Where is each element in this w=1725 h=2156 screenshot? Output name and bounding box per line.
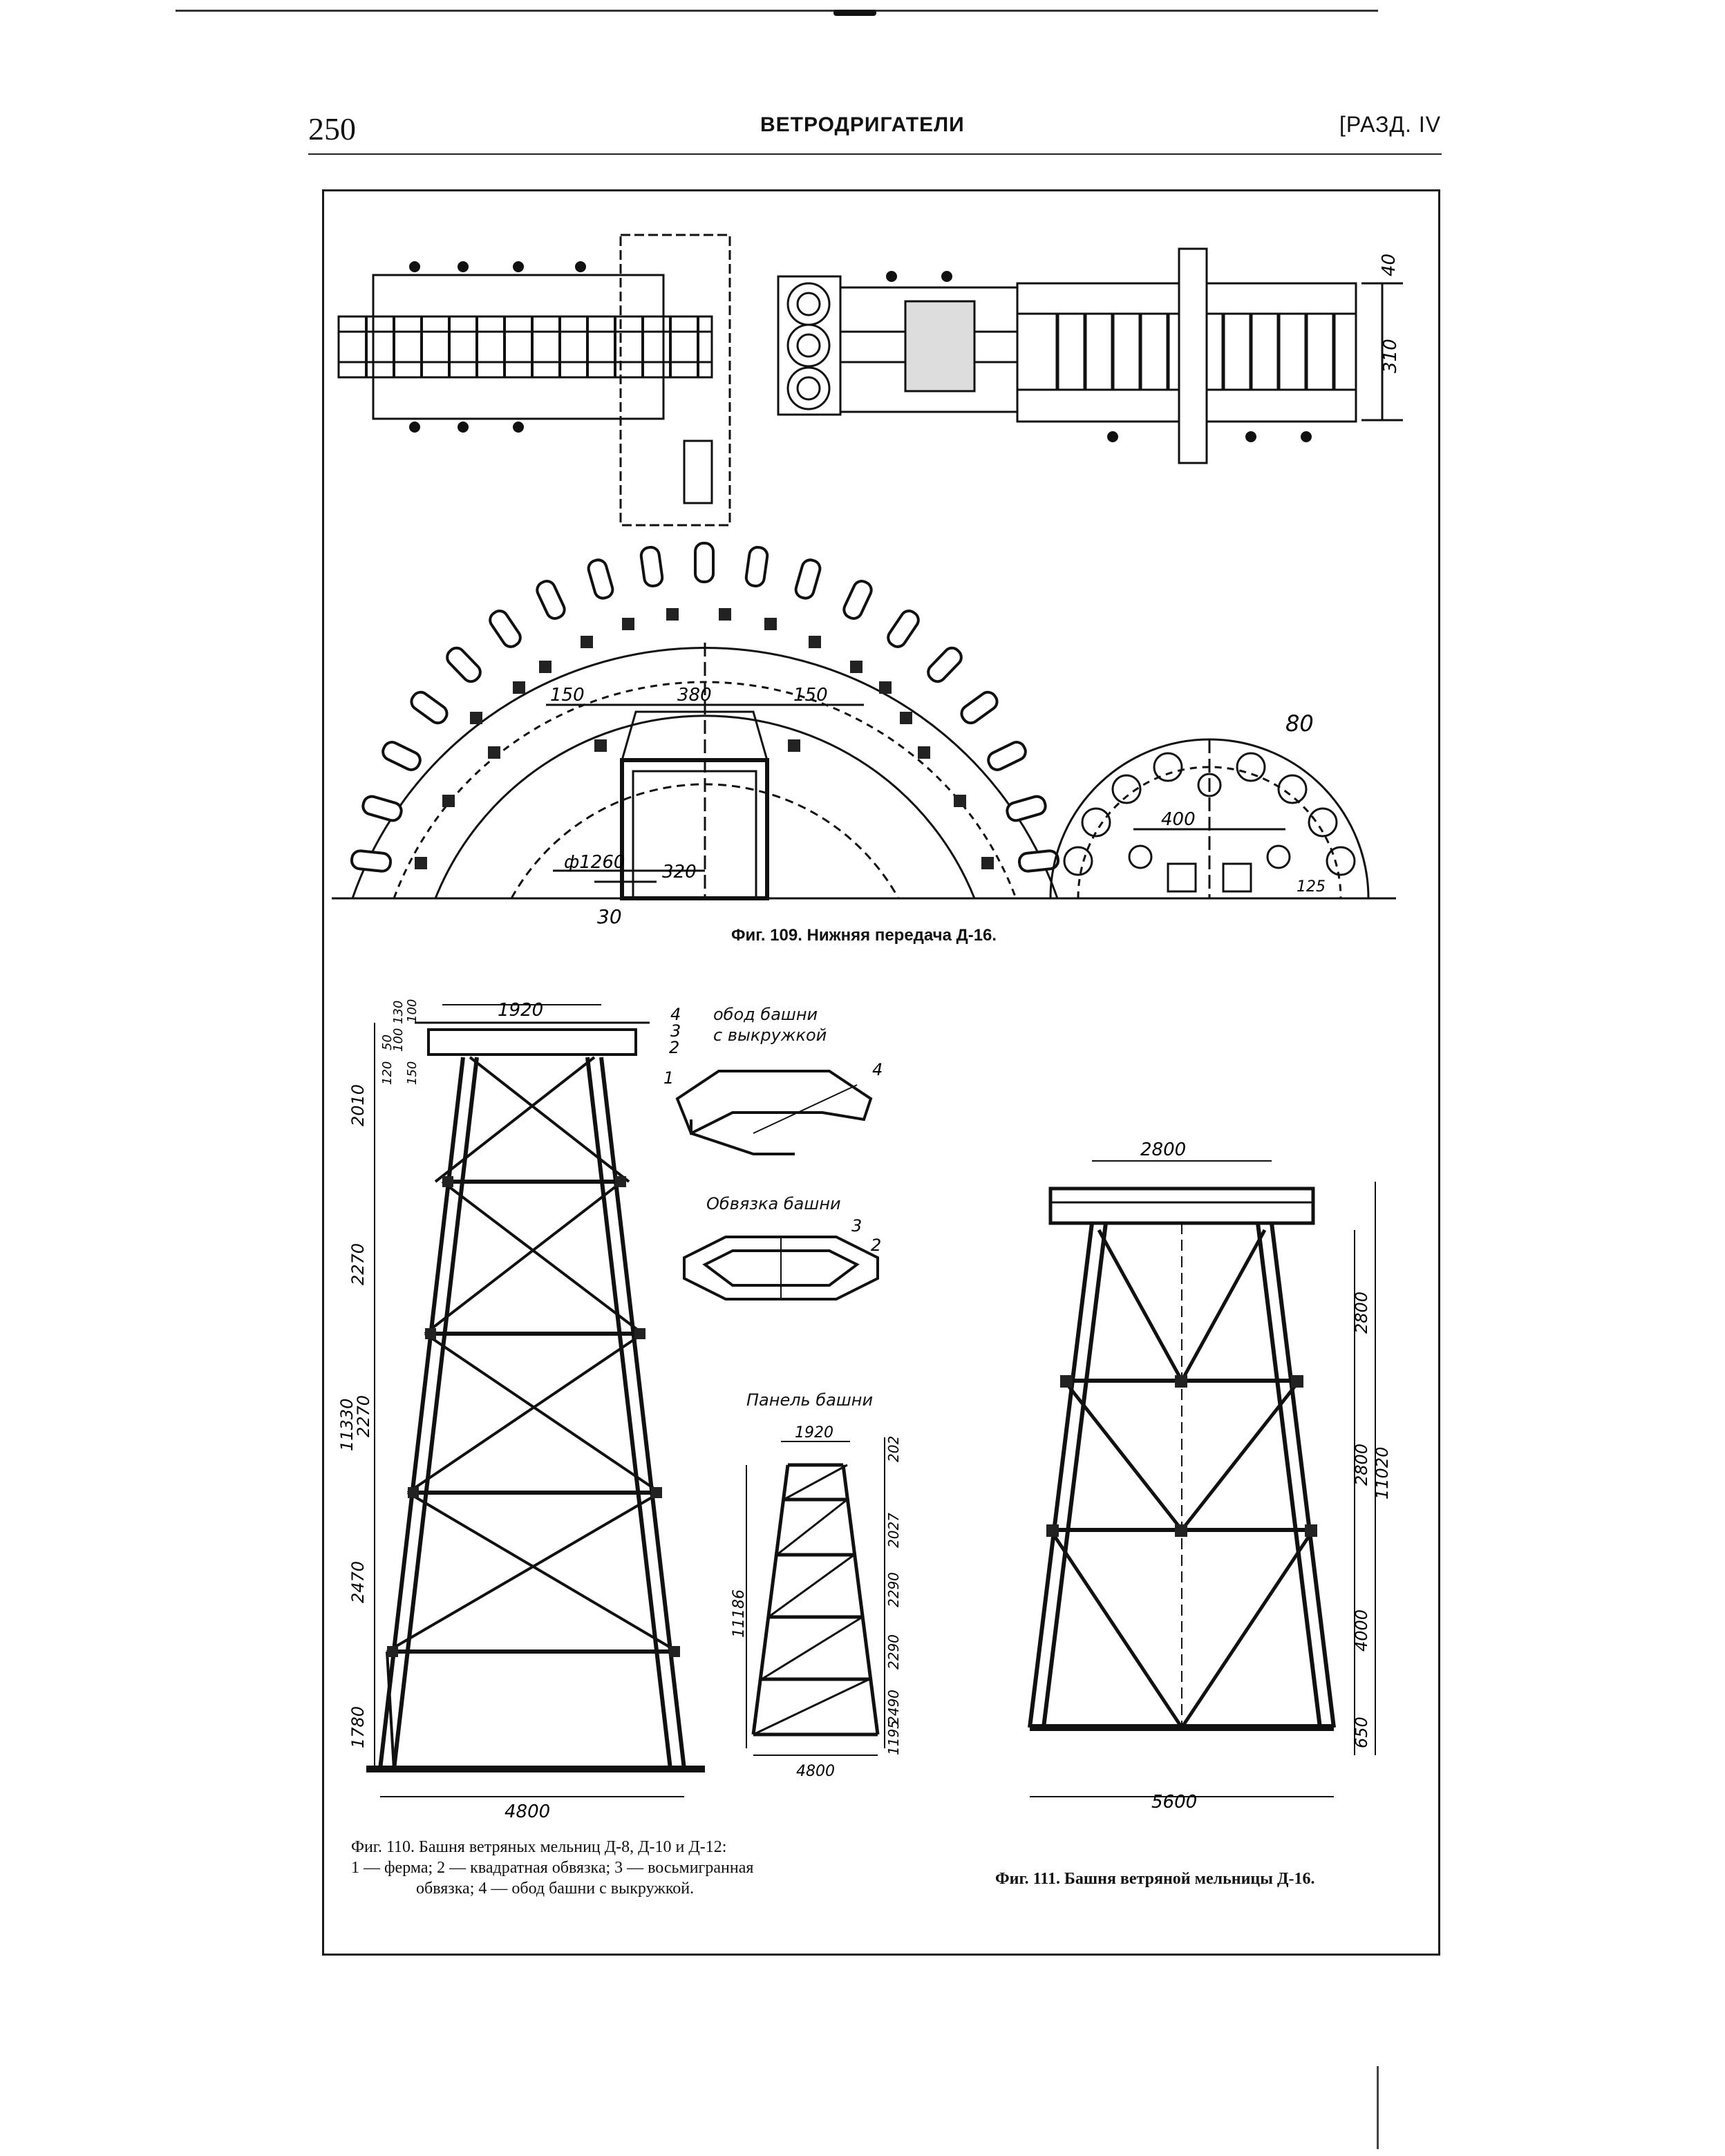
panel-drawing: 1920 4800 11186 202 2027 2290 2290 2490 … xyxy=(730,1424,902,1780)
header-rule xyxy=(308,153,1442,155)
inset-frame-drawing: 3 2 xyxy=(683,1216,881,1301)
inset-frame-number-2: 2 xyxy=(871,1236,881,1255)
fig111-caption: Фиг. 111. Башня ветряной мельницы Д-16. xyxy=(995,1870,1315,1888)
panel-dim-2290-b: 2290 xyxy=(885,1634,902,1670)
panel-dim-1920: 1920 xyxy=(795,1424,833,1441)
dim-125: 125 xyxy=(1297,878,1326,896)
inset-rim-number: 4 xyxy=(872,1060,883,1079)
dim-5600: 5600 xyxy=(1151,1792,1197,1813)
panel-dim-11186: 11186 xyxy=(730,1589,748,1638)
dim-2010: 2010 xyxy=(348,1084,368,1126)
inset-rim-drawing: 4 xyxy=(675,1060,883,1155)
fig110-caption-line-1: Фиг. 110. Башня ветряных мельниц Д-8, Д-… xyxy=(351,1838,727,1856)
fig111-tower-drawing: 2800 5600 11020 2800 2800 4000 650 xyxy=(1028,1140,1392,1813)
dim-1780: 1780 xyxy=(348,1706,368,1748)
panel-dim-2027: 2027 xyxy=(885,1513,902,1548)
dim-100-b: 100 xyxy=(391,1028,406,1052)
panel-dim-1195: 1195 xyxy=(885,1720,902,1755)
dim-2470: 2470 xyxy=(348,1561,368,1603)
dim-100-a: 100 xyxy=(405,999,420,1023)
panel-dim-4800: 4800 xyxy=(796,1763,835,1780)
dim-2800-top: 2800 xyxy=(1140,1140,1186,1160)
dim-30: 30 xyxy=(597,905,622,928)
inset-rim-title-2: с выкружкой xyxy=(713,1025,827,1045)
dim-320: 320 xyxy=(662,862,697,882)
scan-edge-line xyxy=(176,10,1378,12)
panel-dim-2290-a: 2290 xyxy=(885,1572,902,1607)
inset-frame-title: Обвязка башни xyxy=(706,1194,841,1213)
dim-2800-seg2: 2800 xyxy=(1352,1444,1371,1486)
fig110-tower-drawing: 1920 4800 2010 2270 11330 2270 2470 1780… xyxy=(337,999,705,1822)
dim-80: 80 xyxy=(1285,710,1314,737)
page-number: 250 xyxy=(308,111,356,146)
fig109-gear-wheel-drawing: 150 380 150 80 400 ф1260 320 30 125 xyxy=(332,542,1396,928)
callout-3: 3 xyxy=(670,1021,681,1041)
dim-400: 400 xyxy=(1161,809,1196,830)
dim-40: 40 xyxy=(1379,254,1399,276)
panel-dim-2490: 2490 xyxy=(885,1690,902,1725)
scan-mark xyxy=(833,10,876,16)
dim-2800-seg1: 2800 xyxy=(1352,1292,1371,1334)
dim-650: 650 xyxy=(1352,1717,1371,1748)
panel-title: Панель башни xyxy=(746,1390,874,1410)
running-title: ВЕТРОДРИГАТЕЛИ xyxy=(760,113,965,136)
callout-2: 2 xyxy=(669,1038,679,1057)
figure-frame xyxy=(322,189,1440,1956)
dim-11330: 11330 xyxy=(337,1399,357,1451)
section-label: [РАЗД. IV xyxy=(1339,112,1442,137)
dim-150-right: 150 xyxy=(793,685,828,706)
panel-dim-202: 202 xyxy=(885,1436,902,1462)
dim-2270-b: 2270 xyxy=(354,1395,373,1437)
fig109-caption: Фиг. 109. Нижняя передача Д-16. xyxy=(731,926,997,945)
callout-4: 4 xyxy=(670,1005,681,1024)
scan-edge-mark xyxy=(1377,2066,1379,2149)
fig109-gear-assembly-drawing: 40 310 xyxy=(337,234,1403,527)
dim-380: 380 xyxy=(677,685,712,706)
fig110-caption: Фиг. 110. Башня ветряных мельниц Д-8, Д-… xyxy=(351,1837,904,1899)
dim-120: 120 xyxy=(380,1061,395,1085)
inset-rim-title-1: обод башни xyxy=(713,1005,818,1024)
dim-310: 310 xyxy=(1380,339,1401,373)
fig110-caption-line-3: обвязка; 4 — обод башни с выкружкой. xyxy=(416,1880,695,1898)
dim-1260: ф1260 xyxy=(564,852,625,873)
dim-11020: 11020 xyxy=(1373,1447,1392,1500)
dim-4000: 4000 xyxy=(1352,1609,1371,1652)
dim-150: 150 xyxy=(405,1061,420,1085)
dim-130: 130 xyxy=(391,1001,406,1024)
dim-150-left: 150 xyxy=(550,685,585,706)
fig110-caption-line-2: 1 — ферма; 2 — квадратная обвязка; 3 — в… xyxy=(351,1859,754,1877)
callout-1: 1 xyxy=(663,1068,674,1088)
dim-2270-a: 2270 xyxy=(348,1243,368,1285)
dim-4800: 4800 xyxy=(505,1802,550,1822)
inset-frame-number-3: 3 xyxy=(851,1216,862,1236)
dim-1920: 1920 xyxy=(498,1000,543,1021)
dim-50: 50 xyxy=(380,1034,395,1050)
